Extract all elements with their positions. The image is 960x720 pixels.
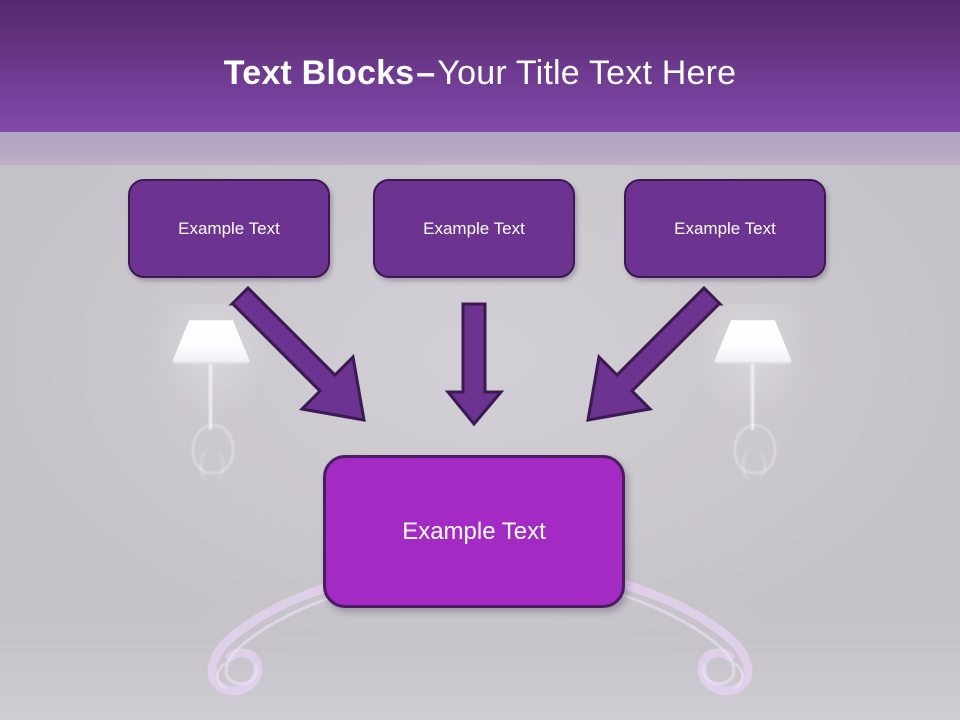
lamp-shade-lip: [172, 361, 250, 365]
text-block-2[interactable]: Example Text: [373, 179, 575, 278]
text-block-2-label: Example Text: [423, 218, 525, 238]
lamp-stem: [750, 364, 755, 430]
title-separator: –: [416, 53, 436, 92]
arrow-left-diagonal-icon: [228, 285, 366, 422]
lamp-shade-lip: [714, 361, 792, 365]
lamp-stem: [208, 364, 213, 430]
lamp-base-lower: [200, 448, 224, 482]
text-block-3-label: Example Text: [674, 218, 776, 238]
accent-band: [0, 132, 960, 165]
title-rest-part: Your Title Text Here: [437, 53, 737, 92]
text-block-1[interactable]: Example Text: [128, 179, 330, 278]
text-block-result-label: Example Text: [402, 517, 546, 545]
title-bold-part: Text Blocks: [223, 53, 415, 92]
page-title: Text Blocks – Your Title Text Here: [0, 0, 960, 132]
text-block-result[interactable]: Example Text: [323, 455, 625, 608]
arrow-right-diagonal-icon: [586, 285, 724, 422]
arrow-center-vertical-icon: [444, 302, 505, 427]
lamp-base-lower: [742, 448, 766, 482]
title-bar: Text Blocks – Your Title Text Here: [0, 0, 960, 132]
text-block-3[interactable]: Example Text: [624, 179, 826, 278]
background-floor: [0, 600, 960, 720]
text-block-1-label: Example Text: [178, 218, 280, 238]
